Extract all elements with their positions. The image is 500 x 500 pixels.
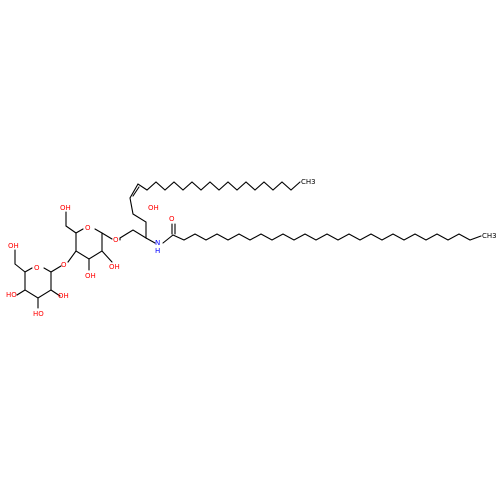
label-ch3-right: CH3 — [482, 232, 497, 240]
label-ring1-oh-c3: OH — [85, 272, 96, 280]
sugar-ring-2 — [14, 249, 62, 309]
sphingosine-chain — [119, 181, 301, 239]
label-ring2-oh-c2: OH — [58, 292, 69, 300]
sugar-ring-1 — [65, 211, 113, 271]
acyl-chain — [145, 223, 482, 244]
label-amide-o: O — [169, 215, 175, 223]
label-oh-c3: OH — [148, 204, 159, 212]
label-ring1-o: O — [85, 224, 91, 232]
atom-labels: CH3 OH N H O CH3 O O OH OH OH O O OH HO … — [6, 178, 497, 318]
label-link-o-glyc: O — [61, 261, 67, 269]
label-ring2-o: O — [34, 264, 40, 272]
label-ch3-top: CH3 — [301, 178, 316, 186]
label-ring2-oh-ch2: OH — [8, 242, 19, 250]
label-ring1-oh-c2: OH — [109, 263, 120, 271]
label-ring2-oh-c4: HO — [6, 291, 17, 299]
label-nh: N — [155, 239, 160, 247]
label-ring2-oh-c3: HO — [33, 310, 44, 318]
label-ring1-oh-ch2: OH — [60, 204, 71, 212]
label-nh-h: H — [155, 247, 160, 255]
label-link-o-cer: O — [113, 236, 119, 244]
ceramide-linkage — [101, 232, 121, 241]
